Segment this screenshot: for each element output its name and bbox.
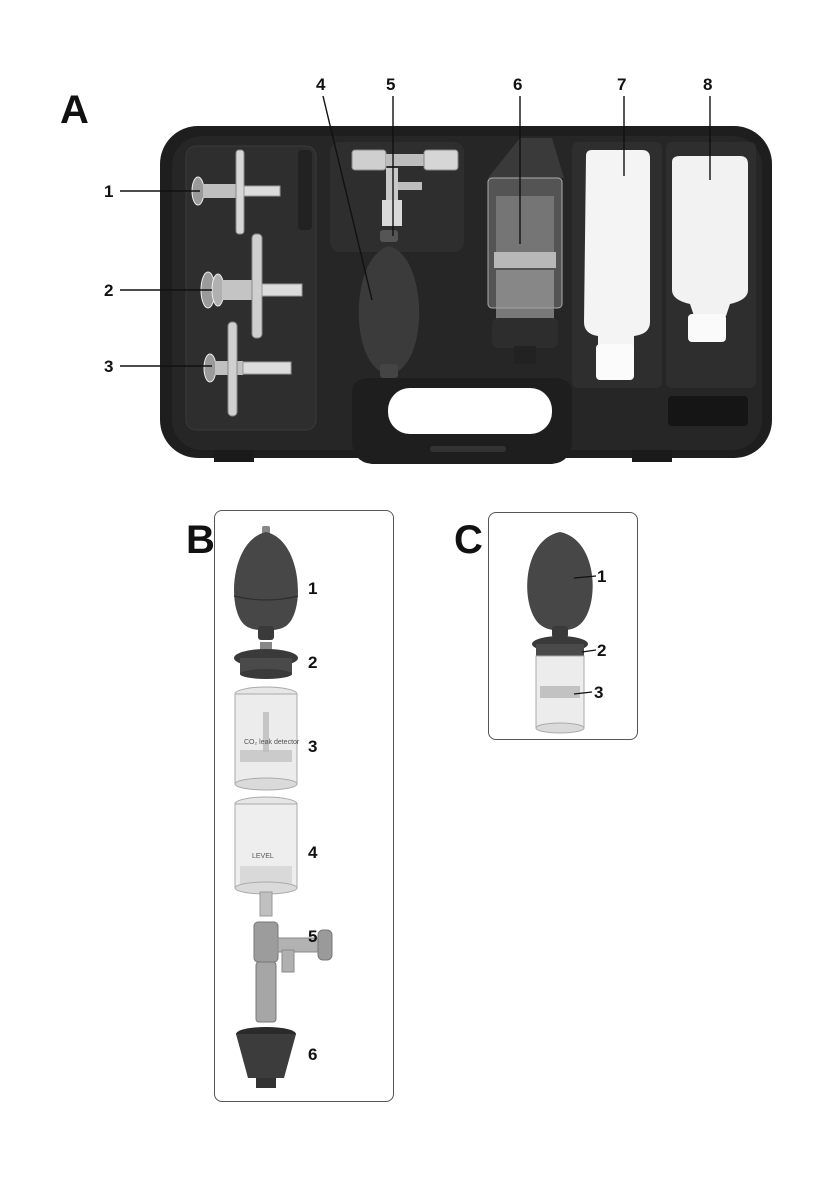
callout-c-2: 2 — [597, 642, 606, 659]
bulb-icon — [527, 532, 592, 638]
callout-c-1: 1 — [597, 568, 606, 585]
callout-c-3: 3 — [594, 684, 603, 701]
lid-icon — [532, 636, 588, 656]
jar-icon — [536, 656, 584, 733]
